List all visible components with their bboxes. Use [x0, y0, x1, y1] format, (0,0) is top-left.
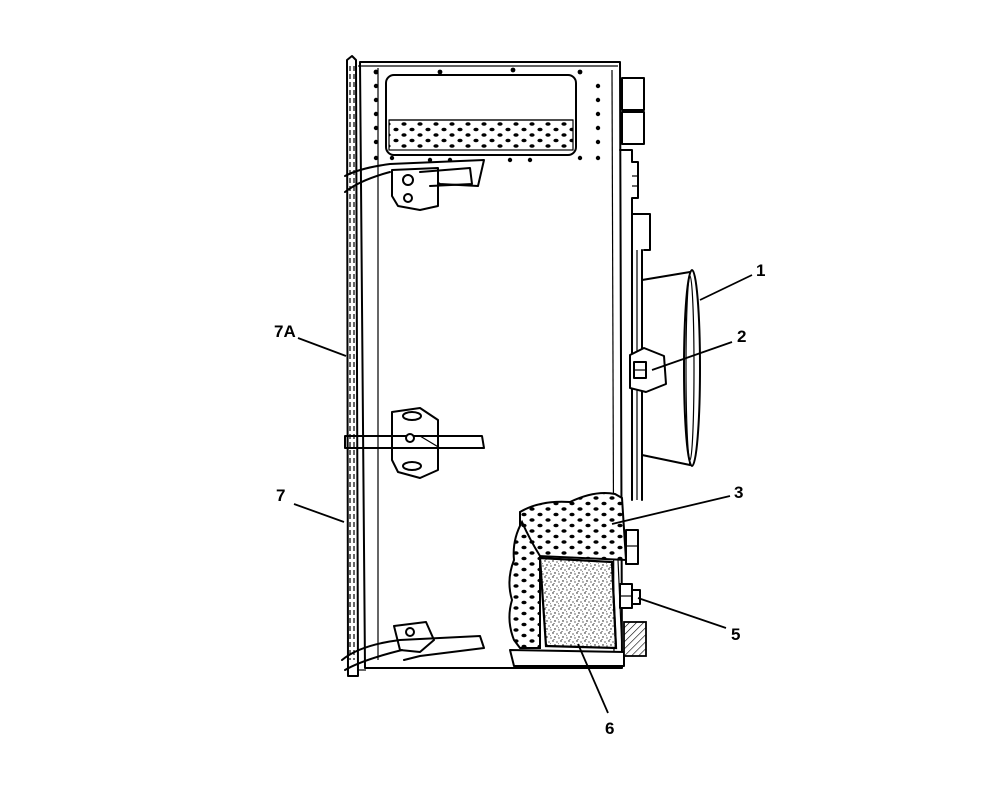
callout-labels: 1 2 3 5 6 7A 7	[274, 261, 765, 738]
nut-5	[619, 529, 641, 609]
inlet-tube-1	[641, 269, 701, 467]
cutaway-outer-screen-3	[508, 492, 628, 649]
right-side-brackets	[619, 77, 651, 501]
top-window-screen	[385, 74, 577, 156]
clamp-2	[629, 347, 667, 393]
callout-2: 2	[737, 327, 746, 346]
callout-3: 3	[734, 483, 743, 502]
cover-rim-7	[346, 55, 366, 677]
leader-lines	[293, 274, 753, 714]
callout-6: 6	[605, 719, 614, 738]
callout-7a: 7A	[274, 322, 296, 341]
callout-5: 5	[731, 625, 740, 644]
filter-element-6	[538, 556, 623, 651]
latch-middle	[344, 407, 485, 479]
callout-1: 1	[756, 261, 765, 280]
callout-7: 7	[276, 486, 285, 505]
bottom-plate	[509, 621, 647, 667]
latch-upper	[344, 159, 485, 211]
top-rivet-holes	[373, 67, 601, 163]
latch-lower	[341, 621, 485, 671]
